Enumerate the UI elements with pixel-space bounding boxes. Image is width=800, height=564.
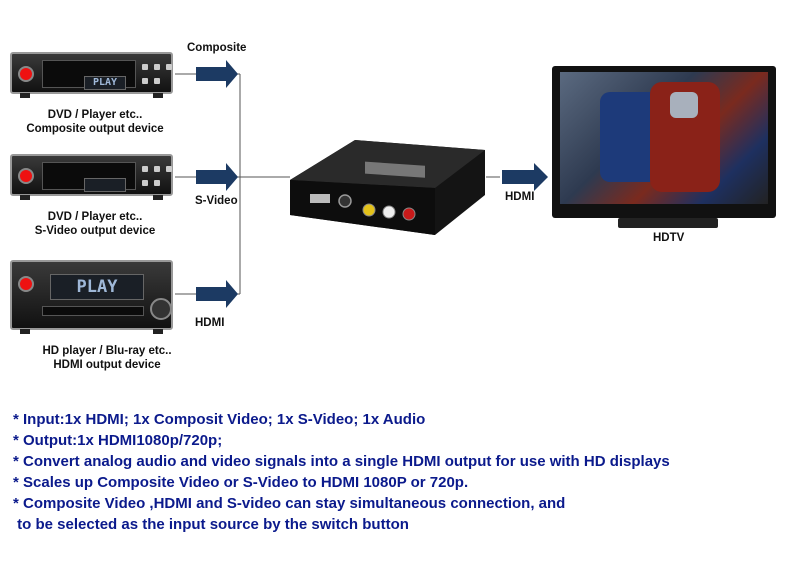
feature-item: * Scales up Composite Video or S-Video t… xyxy=(13,474,468,491)
feature-item: * Composite Video ,HDMI and S-video can … xyxy=(13,495,565,512)
signal-label-hdmi-in: HDMI xyxy=(195,317,224,329)
arrow-hdmi-out-icon xyxy=(502,163,548,191)
arrow-hdmi-in-icon xyxy=(196,280,238,308)
device-label-hdtv: HDTV xyxy=(653,232,684,244)
svideo-port-icon xyxy=(339,195,351,207)
signal-label-svideo: S-Video xyxy=(195,195,238,207)
hdtv xyxy=(552,66,776,218)
feature-item: * Input:1x HDMI; 1x Composit Video; 1x S… xyxy=(13,411,425,428)
feature-item: * Output:1x HDMI1080p/720p; xyxy=(13,432,222,449)
hdmi-port-icon xyxy=(310,194,330,203)
rca-white-port-icon xyxy=(383,206,395,218)
feature-item: to be selected as the input source by th… xyxy=(13,516,409,533)
signal-label-composite: Composite xyxy=(187,42,246,54)
feature-item: * Convert analog audio and video signals… xyxy=(13,453,670,470)
arrow-svideo-icon xyxy=(196,163,238,191)
converter-box xyxy=(285,130,490,245)
arrow-composite-icon xyxy=(196,60,238,88)
tv-stand xyxy=(618,218,718,228)
rca-red-port-icon xyxy=(403,208,415,220)
tv-screen-image xyxy=(560,72,768,204)
rca-yellow-port-icon xyxy=(363,204,375,216)
signal-label-hdmi-out: HDMI xyxy=(505,191,534,203)
